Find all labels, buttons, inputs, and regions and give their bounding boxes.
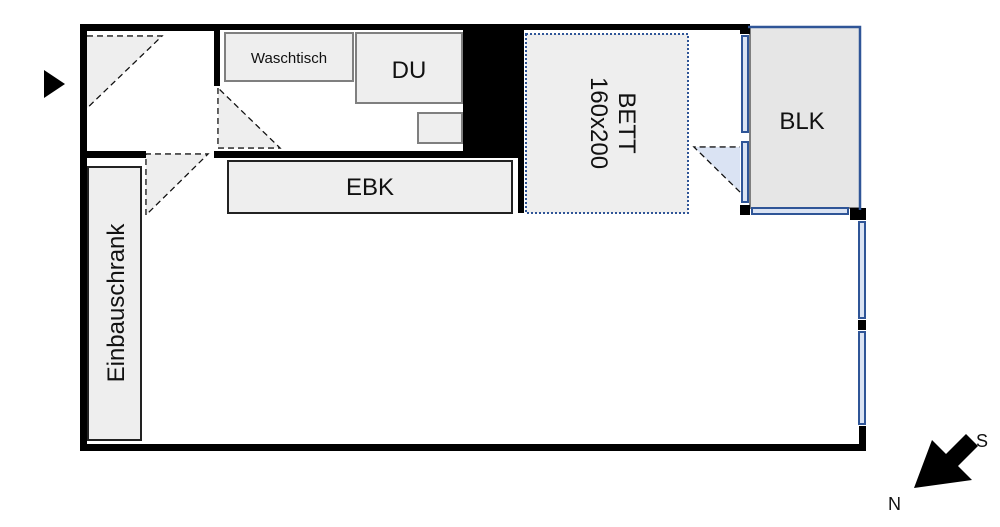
walls [80,24,866,451]
compass-south-label: S [976,431,988,451]
compass-north-label: N [888,494,901,514]
wall-top-middle [214,24,748,30]
wall-shaft-left [518,30,524,213]
balcony-label: BLK [779,108,824,135]
wall-bath-bottom [214,151,518,158]
kitchen [227,160,513,214]
wall-shaft [463,30,518,158]
windows [741,35,866,425]
wall-left [80,24,87,451]
balcony [749,26,861,209]
wall-bottom [80,444,866,451]
entrance-arrow-icon [44,70,65,98]
wall-right-mid [858,320,866,330]
balcony-outline [748,25,862,210]
wall-right-lower [859,426,866,451]
compass: N S [888,431,988,514]
window-balcony-left-upper [741,35,749,133]
window-right-lower [858,331,866,425]
wall-hall-bottom [80,151,146,158]
wall-right-corner [850,208,866,220]
wardrobe [87,166,142,441]
washbasin-label: Waschtisch [251,50,327,67]
wardrobe-label: Einbauschrank [103,223,130,383]
window-right-upper [858,221,866,319]
kitchen-label: EBK [346,174,394,201]
bed [525,33,689,214]
bed-label: BETT [613,92,640,154]
bed-size-label: 160x200 [585,77,612,169]
window-balcony-bottom [751,207,849,215]
window-balcony-left-lower [741,141,749,203]
wall-top-left [80,24,220,31]
wall-balcony-corner [740,24,750,34]
compass-arrow-icon [914,434,978,488]
wall-hall-bath [214,24,220,86]
washbasin [224,32,354,82]
wall-balcony-bottom-corner [740,205,750,215]
shower [355,32,463,104]
toilet [417,112,463,144]
shower-label: DU [392,57,427,84]
